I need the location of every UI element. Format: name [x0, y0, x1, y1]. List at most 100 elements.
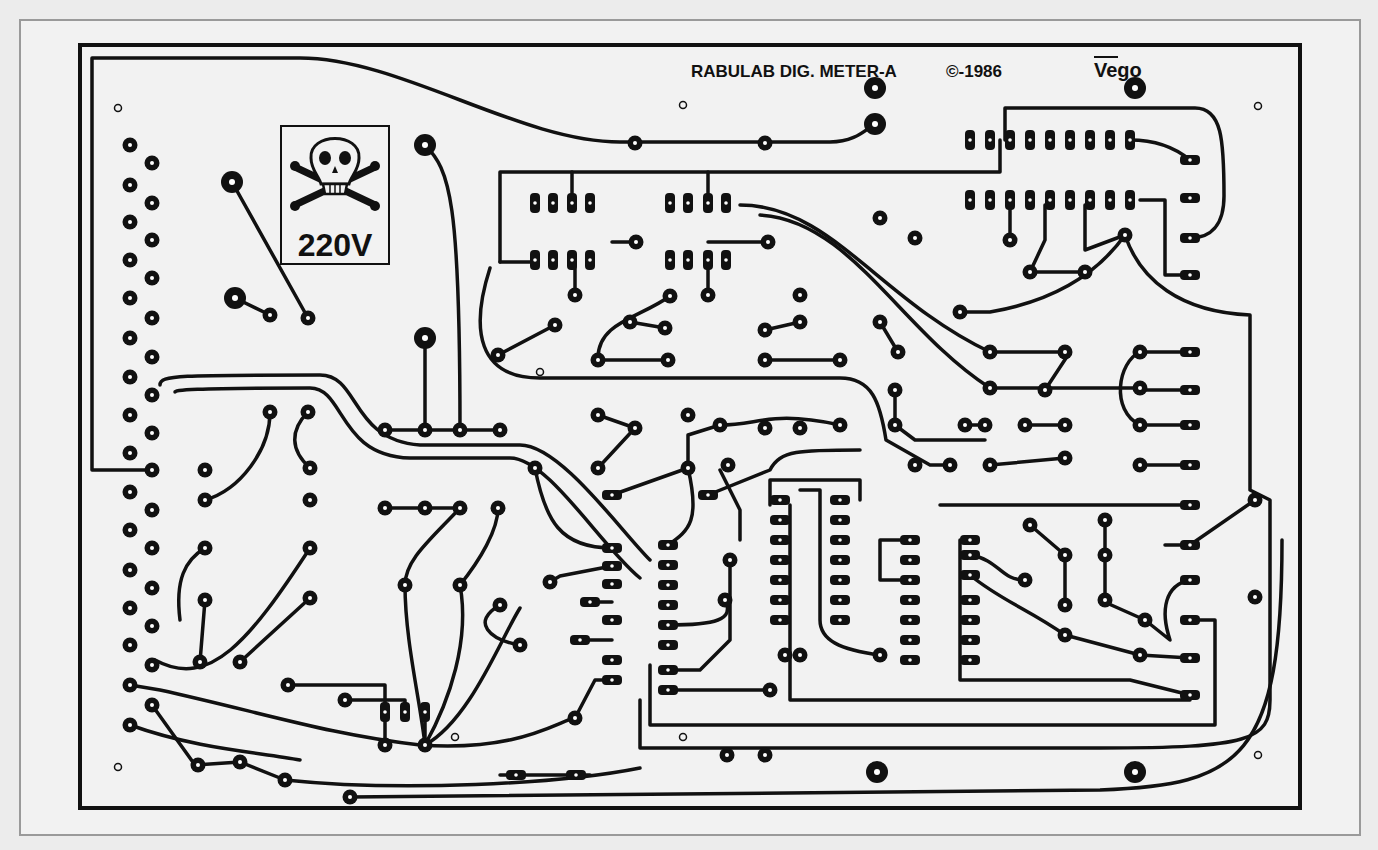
board-graphic	[830, 555, 850, 565]
board-graphic	[123, 215, 138, 230]
board-graphic	[370, 201, 380, 211]
board-graphic	[145, 698, 160, 713]
board-graphic	[1098, 513, 1113, 528]
board-graphic	[708, 240, 768, 244]
board-graphic	[221, 171, 243, 193]
board-graphic	[414, 134, 436, 156]
board-graphic	[663, 289, 678, 304]
board-graphic	[198, 493, 213, 508]
board-graphic	[1058, 451, 1073, 466]
board-graphic	[380, 428, 500, 432]
board-graphic	[303, 591, 318, 606]
board-graphic	[1025, 190, 1035, 210]
board-graphic	[723, 553, 738, 568]
board-graphic	[658, 685, 678, 695]
board-graphic	[1003, 233, 1018, 248]
board-graphic	[205, 412, 270, 500]
board-graphic	[761, 235, 776, 250]
board-graphic	[290, 201, 300, 211]
board-graphic	[425, 585, 463, 745]
board-graphic	[198, 541, 213, 556]
board-graphic	[339, 151, 351, 165]
board-graphic	[1145, 580, 1190, 640]
board-graphic	[378, 738, 393, 753]
board-graphic	[960, 635, 980, 645]
board-graphic	[683, 250, 693, 270]
board-graphic	[770, 515, 790, 525]
board-graphic	[145, 271, 160, 286]
board-graphic	[658, 620, 678, 630]
board-graphic	[983, 345, 998, 360]
board-graphic	[332, 166, 338, 173]
board-graphic	[453, 578, 468, 593]
board-graphic	[145, 156, 160, 171]
board-graphic	[720, 748, 735, 763]
board-graphic	[281, 678, 296, 693]
board-graphic	[513, 638, 528, 653]
board-graphic	[1124, 77, 1146, 99]
board-graphic	[530, 250, 540, 270]
board-graphic	[830, 595, 850, 605]
solder-pads	[123, 77, 1263, 805]
board-graphic	[602, 490, 622, 500]
board-graphic	[658, 321, 673, 336]
board-graphic	[706, 172, 710, 193]
board-graphic	[425, 608, 520, 745]
board-graphic	[543, 575, 558, 590]
board-graphic	[145, 541, 160, 556]
board-graphic	[480, 268, 950, 465]
board-graphic	[983, 381, 998, 396]
board-graphic	[1180, 270, 1200, 280]
board-graphic	[123, 485, 138, 500]
board-graphic	[900, 535, 920, 545]
board-graphic	[1058, 345, 1073, 360]
board-graphic	[537, 369, 544, 376]
board-graphic	[453, 501, 468, 516]
board-graphic	[701, 288, 716, 303]
board-graphic	[900, 615, 920, 625]
board-graphic	[770, 615, 790, 625]
board-graphic	[1133, 381, 1148, 396]
board-graphic	[721, 458, 736, 473]
board-graphic	[233, 755, 248, 770]
board-graphic	[301, 311, 316, 326]
board-graphic	[658, 600, 678, 610]
board-graphic	[866, 761, 888, 783]
board-graphic	[500, 140, 1000, 262]
board-graphic	[591, 408, 606, 423]
board-graphic	[263, 405, 278, 420]
board-graphic	[629, 235, 644, 250]
board-graphic	[623, 315, 638, 330]
board-graphic	[830, 575, 850, 585]
board-graphic	[145, 619, 160, 634]
board-graphic	[770, 555, 790, 565]
photo-frame	[20, 20, 1360, 835]
board-graphic	[1180, 155, 1200, 165]
board-graphic	[793, 315, 808, 330]
board-graphic	[681, 408, 696, 423]
board-graphic	[233, 655, 248, 670]
board-graphic	[380, 702, 390, 722]
board-graphic	[123, 370, 138, 385]
board-graphic	[1255, 103, 1262, 110]
board-graphic	[721, 193, 731, 213]
voltage-warning: 220V	[298, 229, 373, 263]
board-graphic	[548, 193, 558, 213]
board-graphic	[628, 421, 643, 436]
board-graphic	[200, 600, 205, 662]
board-graphic	[698, 490, 718, 500]
board-graphic	[958, 418, 973, 433]
board-graphic	[960, 595, 980, 605]
board-graphic	[1180, 690, 1200, 700]
board-graphic	[888, 418, 903, 433]
board-graphic	[598, 428, 635, 468]
board-graphic	[303, 541, 318, 556]
board-graphic	[568, 288, 583, 303]
board-graphic	[370, 161, 380, 171]
board-graphic	[152, 705, 640, 786]
mounting-holes	[115, 102, 1262, 771]
board-graphic	[970, 575, 1190, 658]
board-graphic	[758, 323, 773, 338]
board-graphic	[278, 773, 293, 788]
board-graphic	[658, 665, 678, 675]
